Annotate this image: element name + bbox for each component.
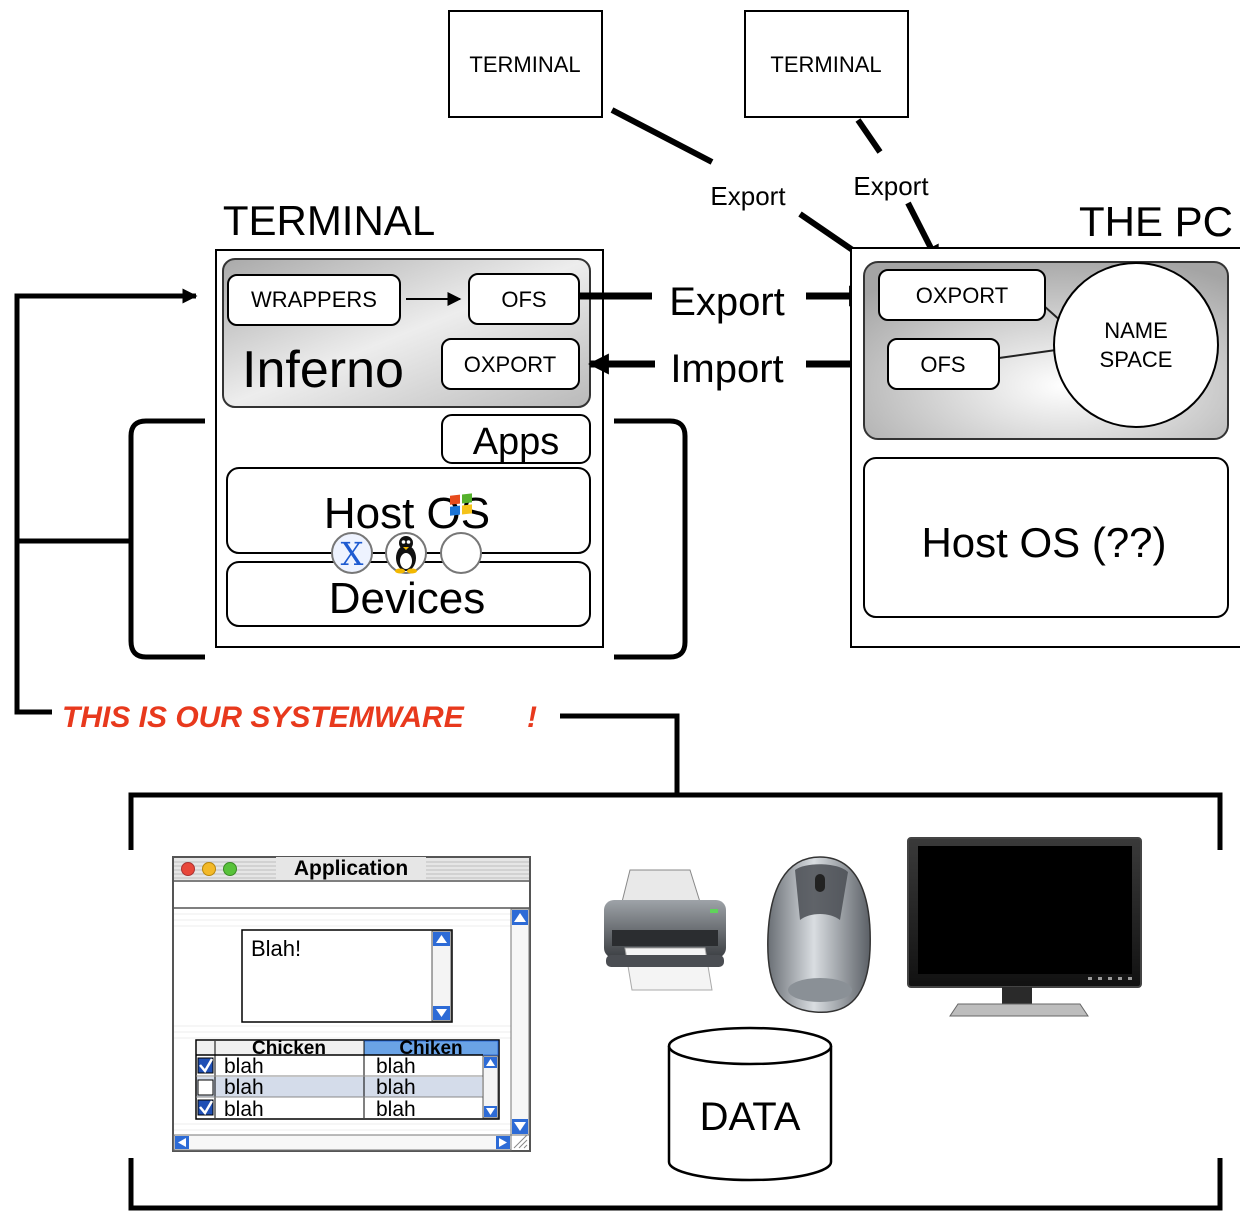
- data-label: DATA: [700, 1095, 801, 1139]
- table-cell: blah: [376, 1055, 416, 1078]
- app-textarea-scrollbar[interactable]: [431, 930, 452, 1022]
- application-window: Application Blah! Chicken Chiken: [172, 856, 531, 1152]
- devices-label: Devices: [329, 574, 486, 623]
- table-row[interactable]: blah blah: [197, 1076, 416, 1099]
- export-label-top-right: Export: [853, 171, 929, 201]
- top-terminal-left: TERMINAL: [448, 10, 603, 118]
- window-scrollbar[interactable]: [510, 908, 530, 1136]
- mac-x-logo: X: [331, 532, 373, 574]
- terminal-box: WRAPPERS OFS Inferno OXPORT Apps Host OS…: [215, 249, 604, 648]
- pc-oxport-label: OXPORT: [916, 283, 1009, 308]
- monitor-icon: [907, 837, 1142, 1017]
- wrappers-label: WRAPPERS: [251, 287, 377, 312]
- top-terminal-right-label: TERMINAL: [770, 52, 881, 77]
- linux-tux-logo: [385, 532, 427, 574]
- data-cylinder: DATA: [667, 1026, 833, 1182]
- app-title: Application: [294, 857, 408, 880]
- pc-ofs-label: OFS: [920, 352, 965, 377]
- terminal-oxport-label: OXPORT: [464, 352, 557, 377]
- pc-ofs-box: [887, 338, 1000, 390]
- inferno-label: Inferno: [242, 341, 404, 399]
- app-textarea-text: Blah!: [251, 936, 301, 961]
- namespace-circle: [1053, 262, 1219, 428]
- mouse-icon: [767, 856, 871, 1013]
- apps-box: [441, 414, 591, 464]
- terminal-right-connector: [855, 118, 883, 154]
- systemware-exclaim: !: [527, 701, 537, 734]
- pc-oxport-box: [878, 269, 1046, 321]
- terminal-left-connector: [610, 107, 714, 165]
- app-minimize-button[interactable]: [202, 862, 216, 876]
- wrappers-box: [227, 274, 401, 326]
- pc-host-os-box: [863, 457, 1229, 618]
- pc-box: OXPORT OFS NAME SPACE Host OS (??): [850, 247, 1240, 648]
- printer-icon: [604, 869, 726, 991]
- app-pinstripes: [174, 913, 511, 1131]
- namespace-link-ofs: [998, 349, 1057, 359]
- table-row[interactable]: blah blah: [197, 1098, 416, 1121]
- app-title-bg: [276, 857, 426, 879]
- namespace-line2: SPACE: [1100, 347, 1173, 372]
- app-close-button[interactable]: [181, 862, 195, 876]
- svg-text:X: X: [341, 535, 364, 573]
- bottom-bracket-bottom: [128, 1158, 1223, 1211]
- windows-logo: [440, 493, 482, 574]
- export-label-middle: Export: [669, 280, 785, 324]
- table-cell: blah: [224, 1076, 264, 1099]
- terminal-oxport-box: [441, 338, 580, 390]
- table-header-chiken[interactable]: Chiken: [399, 1038, 462, 1059]
- table-cell: blah: [376, 1076, 416, 1099]
- app-zoom-button[interactable]: [223, 862, 237, 876]
- pc-host-os-label: Host OS (??): [921, 519, 1166, 566]
- row-checkbox-unchecked[interactable]: [197, 1079, 214, 1096]
- resize-grip-icon[interactable]: [513, 1134, 528, 1149]
- top-terminal-left-label: TERMINAL: [469, 52, 580, 77]
- top-terminal-right: TERMINAL: [744, 10, 909, 118]
- window-hscrollbar[interactable]: [173, 1134, 512, 1151]
- import-label-middle: Import: [670, 347, 783, 391]
- app-table: Chicken Chiken blah blah blah blah: [195, 1038, 500, 1121]
- apps-label: Apps: [473, 421, 560, 463]
- table-row[interactable]: blah blah: [197, 1055, 416, 1078]
- systemware-loop-line: [14, 288, 198, 715]
- left-bracket: [128, 418, 205, 660]
- namespace-line1: NAME: [1104, 318, 1168, 343]
- terminal-title: TERMINAL: [223, 197, 435, 244]
- table-header-chicken[interactable]: Chicken: [252, 1038, 326, 1059]
- table-scrollbar[interactable]: [482, 1055, 499, 1119]
- table-cell: blah: [224, 1098, 264, 1121]
- table-cell: blah: [376, 1098, 416, 1121]
- bottom-bracket-top: [128, 792, 1223, 850]
- table-row-highlight: [197, 1077, 482, 1097]
- app-textarea[interactable]: [241, 929, 453, 1023]
- table-cell: blah: [224, 1055, 264, 1078]
- systemware-connector: [560, 713, 680, 795]
- export-label-top-left: Export: [710, 181, 786, 211]
- right-bracket: [614, 418, 688, 660]
- terminal-ofs-label: OFS: [501, 287, 546, 312]
- systemware-label: THIS IS OUR SYSTEMWARE: [62, 701, 465, 734]
- pc-title: THE PC: [1079, 198, 1233, 245]
